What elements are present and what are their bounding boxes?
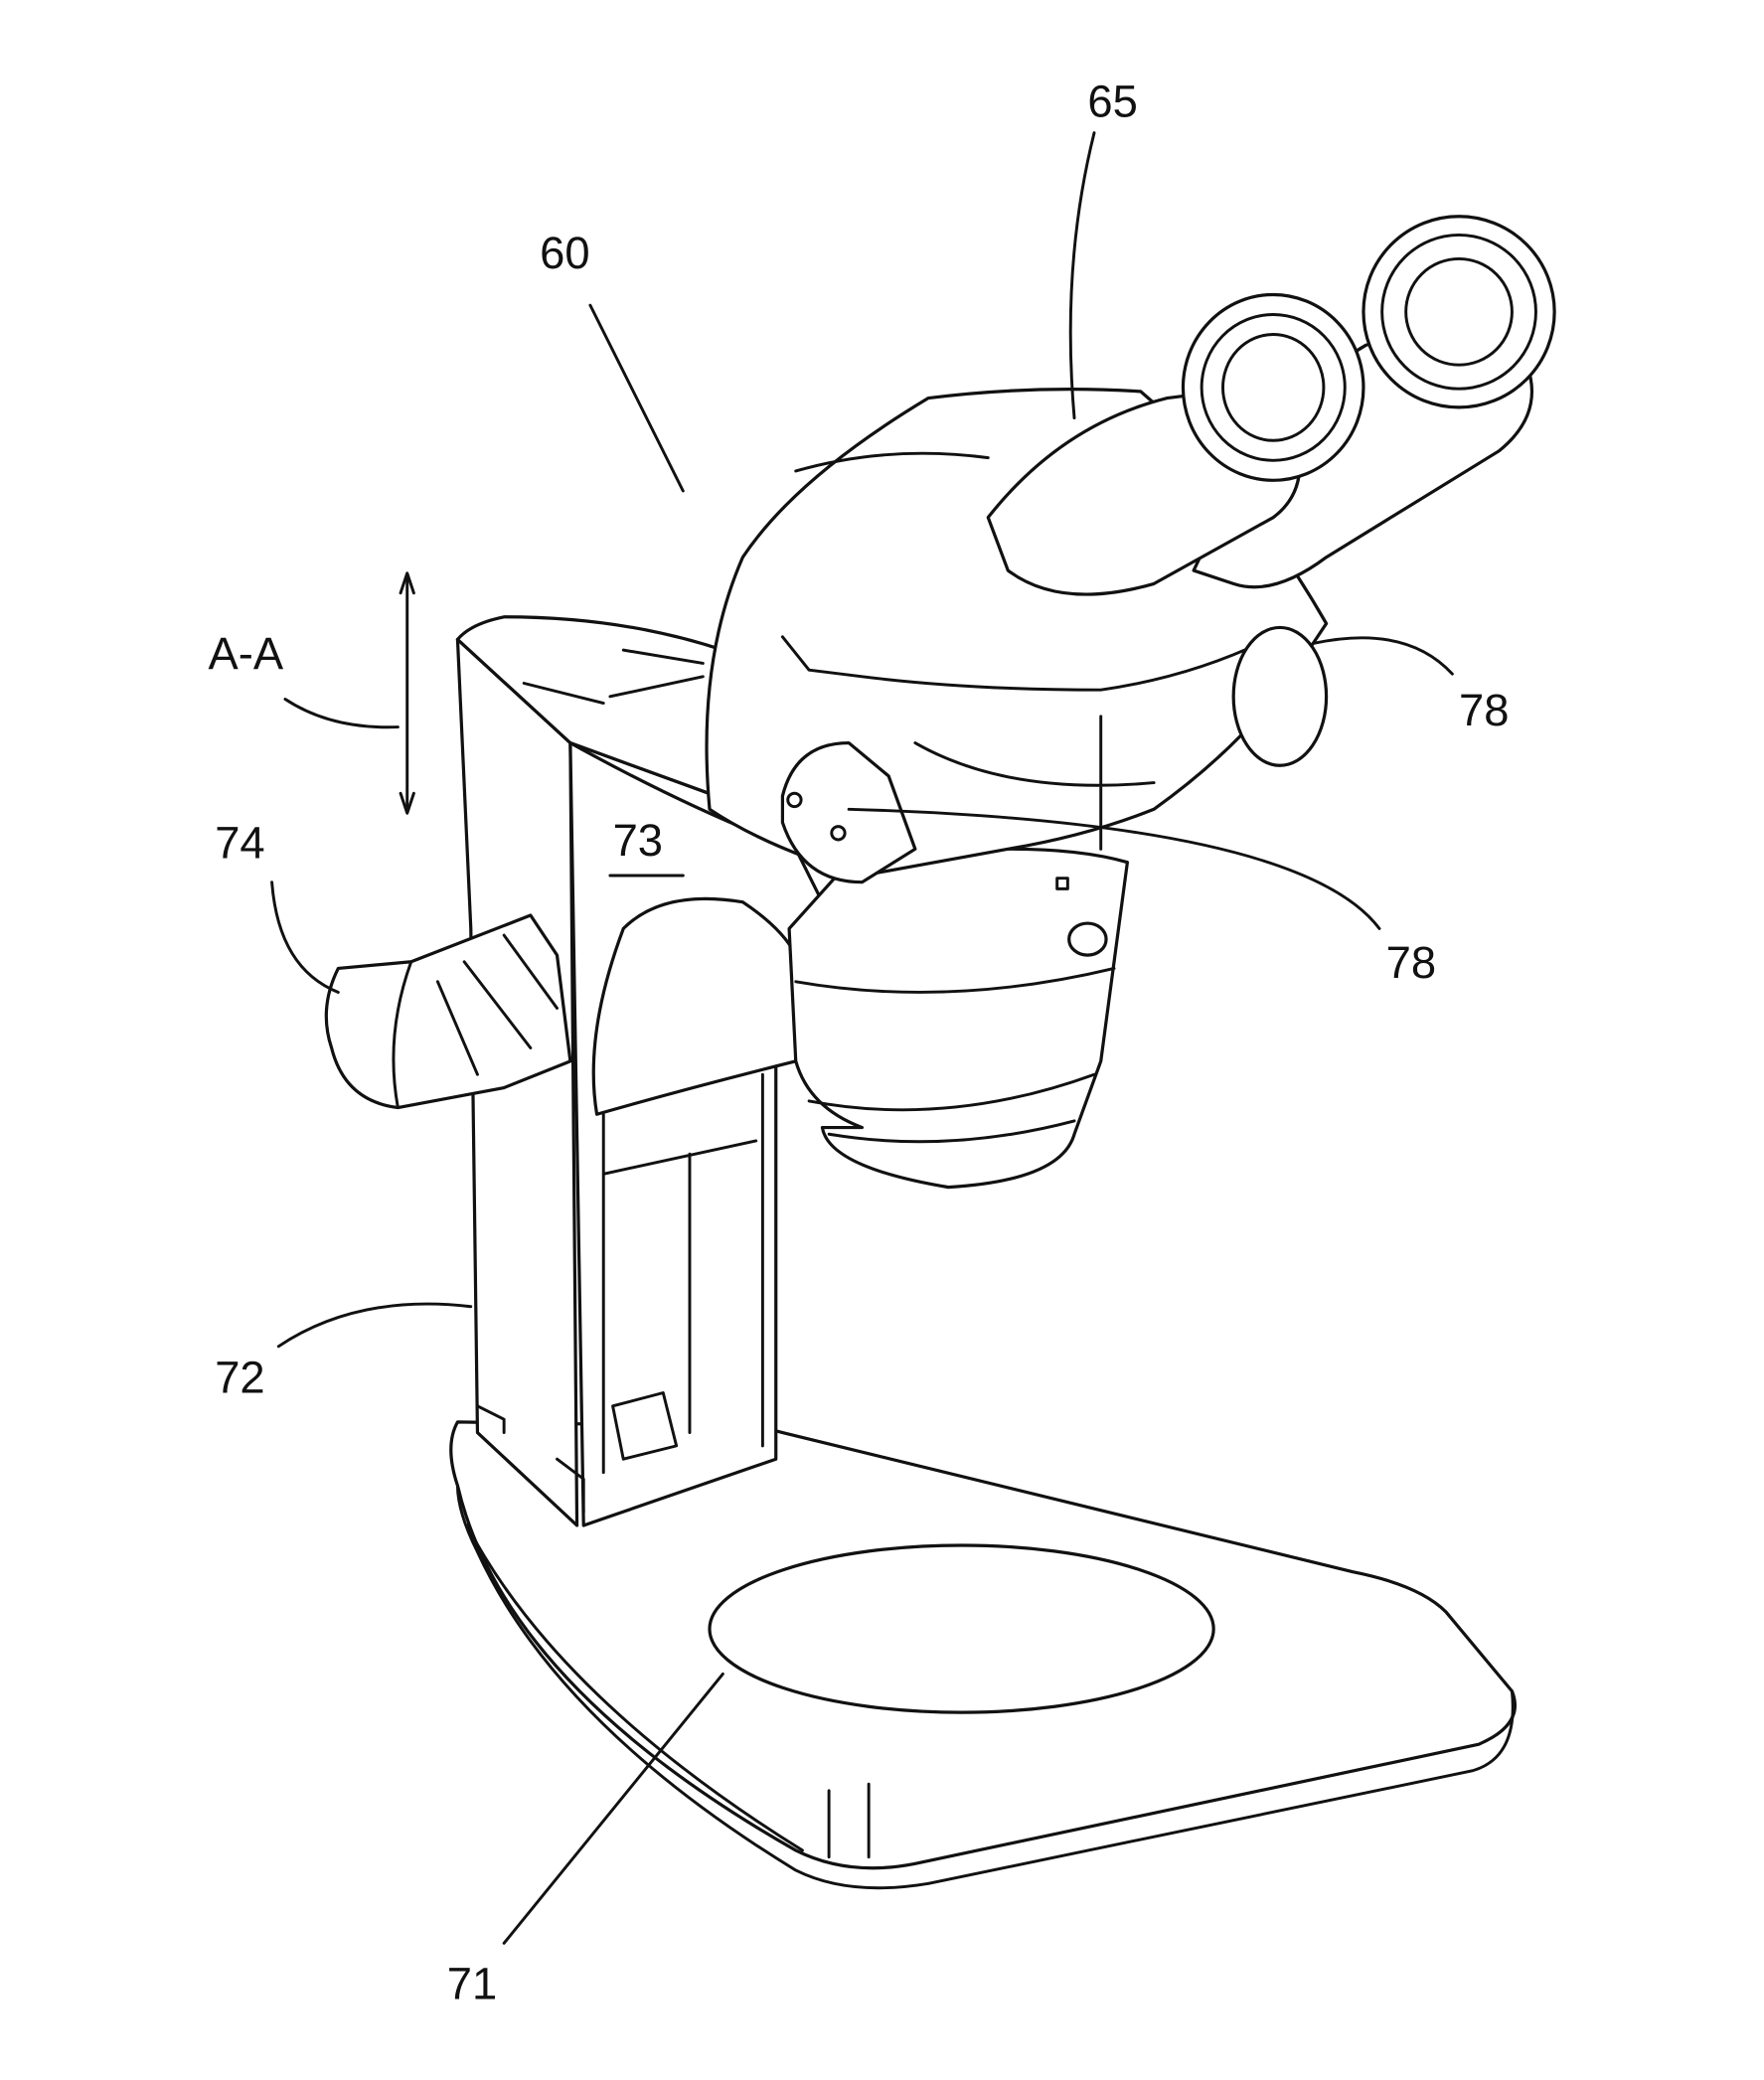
leader-72 xyxy=(276,1302,473,1349)
stage-plate xyxy=(708,1543,1215,1714)
leader-74 xyxy=(270,880,340,994)
leader-65 xyxy=(1068,131,1096,420)
leader-78-right xyxy=(1311,636,1454,676)
label-73: 73 xyxy=(613,815,663,866)
label-65: 65 xyxy=(1087,77,1137,127)
leader-a-a xyxy=(283,698,400,729)
eyepieces xyxy=(986,215,1556,596)
adjustment-knob-left xyxy=(780,740,917,884)
arrow-60 xyxy=(588,303,685,493)
focus-knob xyxy=(324,913,572,1110)
stand-base xyxy=(449,1420,1517,1890)
leader-71 xyxy=(502,1672,724,1945)
label-72: 72 xyxy=(215,1353,264,1403)
section-arrow-a-a xyxy=(399,571,415,815)
zoom-body xyxy=(787,847,1129,1190)
label-78-right: 78 xyxy=(1459,685,1509,735)
adjustment-knob-right xyxy=(1231,625,1329,767)
label-60: 60 xyxy=(540,228,589,278)
label-71: 71 xyxy=(447,1958,497,2008)
label-a-a: A-A xyxy=(209,628,284,679)
leader-78-left xyxy=(847,807,1381,930)
label-74: 74 xyxy=(215,818,264,869)
label-78-left: 78 xyxy=(1386,937,1436,988)
